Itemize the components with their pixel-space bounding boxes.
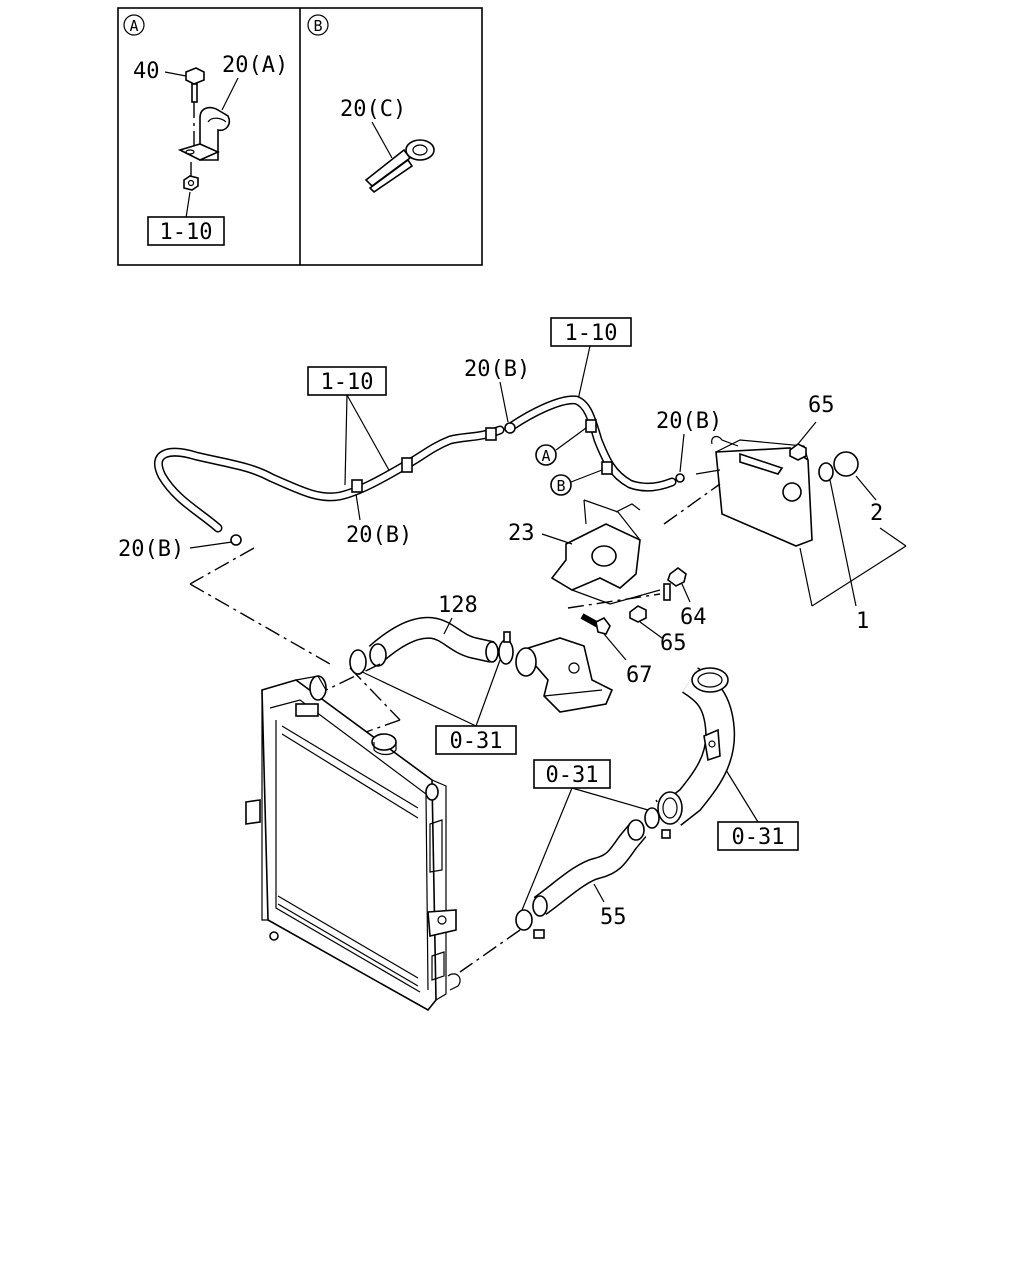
svg-text:1: 1: [856, 609, 869, 634]
marker-a-circle: [123, 14, 145, 36]
tank-cap-icon: [818, 451, 859, 482]
svg-text:20(B): 20(B): [118, 537, 184, 562]
bolt-64: 64: [663, 567, 707, 630]
marker-a-label: A: [129, 17, 138, 35]
overflow-hose: [153, 395, 685, 546]
ref-box-0-31-lower: 0-31: [533, 759, 611, 789]
callout-20c: 20(C): [340, 97, 406, 122]
bolt-icon: [185, 67, 205, 150]
ref-box-0-31-center: 0-31: [435, 725, 517, 755]
svg-text:64: 64: [680, 605, 707, 630]
clip-icon: [230, 534, 242, 546]
svg-text:20(B): 20(B): [656, 409, 722, 434]
svg-text:2: 2: [870, 501, 883, 526]
inset-panel-a: A 40 20(A) 1-10: [123, 14, 288, 246]
hose-55: 55: [532, 819, 647, 930]
svg-text:67: 67: [626, 663, 653, 688]
svg-text:128: 128: [438, 593, 478, 618]
reservoir-tank: [663, 435, 813, 547]
radiator-cap-icon: [371, 733, 397, 751]
hose-128: 128: [368, 593, 499, 667]
hose-clamp: [601, 461, 613, 475]
svg-text:0-31: 0-31: [732, 825, 785, 850]
hose-clamp-55: [515, 807, 671, 939]
clip-c-icon: [364, 139, 435, 194]
hose-clamp: [485, 427, 497, 441]
ref-box-1-10-left: 1-10: [307, 366, 387, 396]
svg-text:65: 65: [660, 631, 687, 656]
callout-2: 2: [855, 475, 883, 526]
ref-box-label: 1-10: [160, 220, 213, 245]
svg-text:B: B: [556, 477, 565, 495]
callout-1: 1: [799, 479, 907, 634]
marker-b-label: B: [313, 17, 322, 35]
svg-text:0-31: 0-31: [546, 763, 599, 788]
clip-icon: [675, 473, 685, 483]
svg-text:23: 23: [508, 521, 535, 546]
water-pipe: [657, 667, 736, 826]
svg-text:0-31: 0-31: [450, 729, 503, 754]
radiator: [245, 675, 461, 1012]
callout-20a: 20(A): [222, 53, 288, 78]
svg-text:65: 65: [808, 393, 835, 418]
callout-20b-mid: 20(B): [346, 493, 412, 548]
nut-icon: [183, 162, 199, 219]
thermostat-housing: [515, 637, 614, 713]
ref-leaders: [344, 345, 759, 916]
nut-65-top: 65: [789, 393, 835, 461]
svg-text:20(B): 20(B): [464, 357, 530, 382]
hose-clamp: [351, 479, 363, 493]
callout-20b-right: 20(B): [656, 409, 722, 473]
bracket-dash: [567, 593, 661, 609]
ref-box-1-10-inset: [147, 216, 225, 246]
nut-65-lower: 65: [629, 605, 687, 656]
marker-a: A: [535, 427, 587, 466]
marker-b: B: [550, 469, 603, 496]
svg-text:20(B): 20(B): [346, 523, 412, 548]
marker-b-circle: [307, 14, 329, 36]
callout-40: 40: [133, 59, 160, 84]
clip-a-icon: [177, 106, 231, 161]
hose-clamp-128: [349, 631, 514, 675]
svg-text:55: 55: [600, 905, 627, 930]
bolt-67: 67: [580, 613, 653, 688]
bracket-23: 23: [508, 499, 661, 605]
svg-text:1-10: 1-10: [321, 370, 374, 395]
radiator-label-plate: [295, 703, 319, 717]
callout-20b-top: 20(B): [464, 357, 530, 423]
svg-text:A: A: [541, 447, 550, 465]
inset-panel-b: B 20(C): [307, 14, 435, 194]
hose-clamp: [401, 457, 413, 473]
ref-box-1-10-top: 1-10: [550, 317, 632, 347]
callout-20b-left: 20(B): [118, 537, 233, 562]
hose-clamp: [585, 419, 597, 433]
ref-box-0-31-right: 0-31: [717, 821, 799, 851]
svg-text:1-10: 1-10: [565, 321, 618, 346]
clip-icon: [504, 422, 516, 434]
